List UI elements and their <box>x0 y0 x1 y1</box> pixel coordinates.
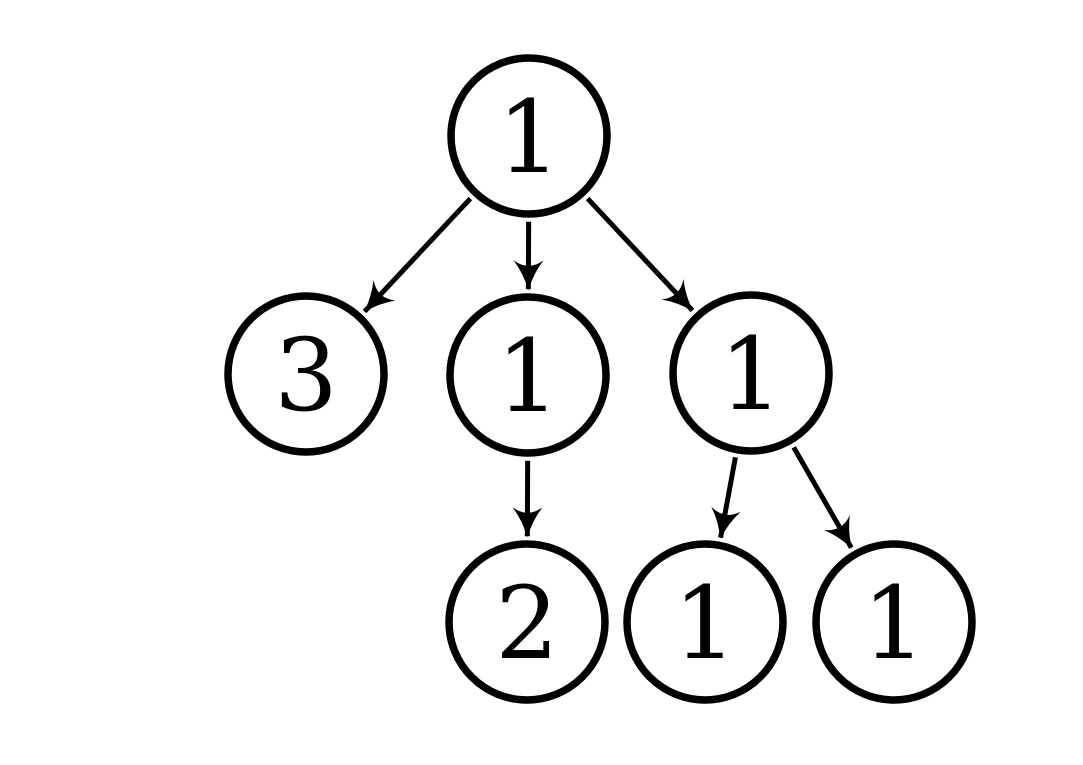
tree-node-child-right: 1 <box>669 291 833 455</box>
node-circle-child-mid <box>446 293 610 457</box>
tree-edge-root-to-child-left <box>362 196 473 314</box>
tree-edge-root-to-child-right <box>585 196 695 313</box>
node-label-child-mid: 1 <box>496 318 560 435</box>
node-circle-grand-right <box>812 540 976 704</box>
node-circle-root <box>447 54 611 218</box>
node-label-grand-right: 1 <box>862 565 926 682</box>
node-circle-grand-mid <box>445 540 609 704</box>
node-circle-grand-left <box>623 540 787 704</box>
tree-node-child-left: 3 <box>224 292 388 456</box>
node-label-root: 1 <box>497 79 561 196</box>
node-label-grand-left: 1 <box>673 565 737 682</box>
node-circle-child-right <box>669 291 833 455</box>
tree-node-grand-left: 1 <box>623 540 787 704</box>
tree-node-grand-mid: 2 <box>445 540 609 704</box>
node-label-child-right: 1 <box>719 316 783 433</box>
tree-edge-child-right-to-grand-left <box>711 456 741 539</box>
node-circle-child-left <box>224 292 388 456</box>
node-label-grand-mid: 2 <box>495 565 559 682</box>
tree-edge-child-right-to-grand-right <box>791 446 854 549</box>
tree-node-grand-right: 1 <box>812 540 976 704</box>
tree-node-child-mid: 1 <box>446 293 610 457</box>
node-label-child-left: 3 <box>274 317 338 434</box>
tree-node-root: 1 <box>447 54 611 218</box>
